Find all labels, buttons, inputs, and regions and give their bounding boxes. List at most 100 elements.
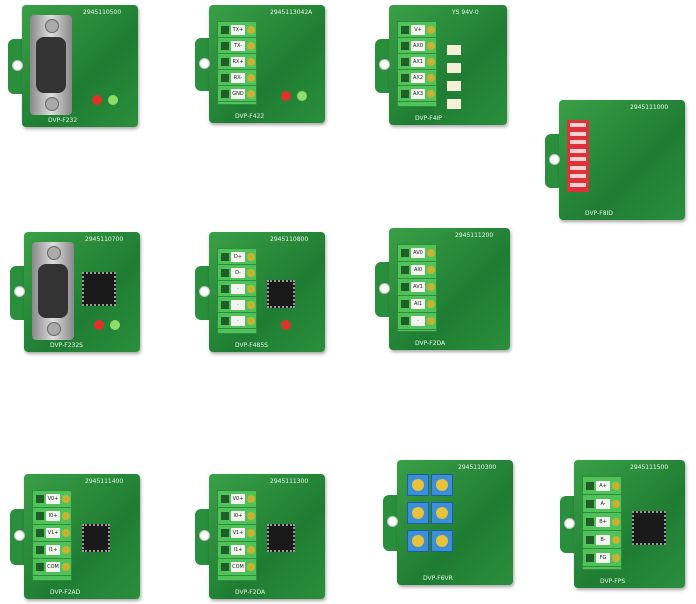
red-led-icon bbox=[94, 320, 104, 330]
serial-label: 2945113042A bbox=[270, 9, 313, 16]
terminal-label: I0+ bbox=[46, 511, 60, 521]
relay-component bbox=[447, 63, 461, 73]
db9-connector bbox=[30, 15, 72, 115]
terminal: D+ bbox=[218, 249, 256, 265]
dip-switch bbox=[567, 120, 589, 192]
terminal-label: A- bbox=[596, 498, 610, 509]
wire-slot bbox=[221, 512, 229, 520]
terminal-label: COM bbox=[46, 562, 60, 572]
serial-label: 2945110800 bbox=[270, 236, 309, 243]
screw-icon bbox=[45, 19, 59, 33]
terminal: AX2 bbox=[398, 70, 436, 86]
red-led-icon bbox=[92, 95, 102, 105]
switch-lever bbox=[570, 123, 586, 127]
screw-icon bbox=[47, 246, 61, 260]
relay-component bbox=[447, 99, 461, 109]
mounting-hole bbox=[199, 286, 210, 297]
terminal: I1+ bbox=[33, 542, 71, 559]
terminal-label: I0+ bbox=[231, 511, 245, 521]
screw-icon bbox=[427, 249, 435, 257]
screw-icon bbox=[612, 499, 620, 508]
terminal: · bbox=[218, 281, 256, 297]
terminal: GND bbox=[218, 86, 256, 102]
terminal: V1+ bbox=[33, 525, 71, 542]
terminal: A- bbox=[583, 495, 621, 513]
terminal: AI0 bbox=[398, 262, 436, 279]
wire-slot bbox=[586, 535, 594, 544]
switch-lever bbox=[570, 148, 586, 153]
screw-icon bbox=[427, 317, 435, 325]
wire-slot bbox=[36, 529, 44, 537]
screw-icon bbox=[247, 268, 255, 277]
wire-slot bbox=[221, 284, 229, 293]
switch-lever bbox=[570, 131, 586, 136]
potentiometer-icon bbox=[431, 502, 453, 524]
microcontroller-chip bbox=[82, 272, 116, 306]
screw-icon bbox=[612, 517, 620, 526]
screw-icon bbox=[427, 266, 435, 274]
wire-slot bbox=[221, 495, 229, 503]
switch-lever bbox=[570, 157, 586, 161]
wire-slot bbox=[401, 73, 409, 82]
screw-icon bbox=[247, 529, 255, 537]
terminal: V0+ bbox=[33, 491, 71, 508]
terminal: I0+ bbox=[218, 508, 256, 525]
terminal-block: V0+I0+V1+I1+COM bbox=[217, 490, 257, 581]
terminal: · bbox=[398, 313, 436, 330]
screw-icon bbox=[427, 25, 435, 34]
terminal: COM bbox=[218, 559, 256, 576]
terminal: D- bbox=[218, 265, 256, 281]
serial-label: 2945111200 bbox=[455, 232, 494, 239]
model-label: DVP-F4IP bbox=[415, 115, 442, 122]
wire-slot bbox=[401, 89, 409, 98]
terminal-label: AV0 bbox=[411, 248, 425, 258]
wire-slot bbox=[401, 25, 409, 34]
mounting-hole bbox=[14, 530, 25, 542]
wire-slot bbox=[586, 553, 594, 562]
terminal-label: I1+ bbox=[46, 545, 60, 555]
terminal-label: AX3 bbox=[411, 88, 425, 99]
mounting-hole bbox=[387, 516, 398, 528]
screw-icon bbox=[427, 283, 435, 291]
wire-slot bbox=[401, 266, 409, 274]
screw-icon bbox=[47, 322, 61, 336]
green-led-icon bbox=[110, 320, 120, 330]
wire-slot bbox=[401, 317, 409, 325]
terminal: RX- bbox=[218, 70, 256, 86]
serial-label: 2945111300 bbox=[270, 478, 309, 485]
terminal-block: A+A-B+B-FG bbox=[582, 476, 622, 570]
ic-chip bbox=[267, 524, 295, 552]
wire-slot bbox=[36, 563, 44, 571]
screw-icon bbox=[247, 89, 255, 98]
terminal: COM bbox=[33, 559, 71, 576]
serial-label: 2945111500 bbox=[630, 464, 669, 471]
terminal-block: D+D-··· bbox=[217, 248, 257, 334]
potentiometer-icon bbox=[407, 530, 429, 552]
screw-icon bbox=[247, 41, 255, 50]
switch-lever bbox=[570, 165, 586, 170]
terminal-label: V1+ bbox=[231, 528, 245, 538]
serial-label: 2945110700 bbox=[85, 236, 124, 243]
terminal-label: D- bbox=[231, 267, 245, 278]
screw-icon bbox=[62, 563, 70, 571]
screw-icon bbox=[427, 41, 435, 50]
terminal-label: V0+ bbox=[231, 494, 245, 504]
terminal-label: AX1 bbox=[411, 56, 425, 67]
connector-pins bbox=[36, 37, 66, 93]
mounting-hole bbox=[199, 530, 210, 542]
potentiometer-icon bbox=[431, 474, 453, 496]
terminal: TX+ bbox=[218, 22, 256, 38]
wire-slot bbox=[586, 517, 594, 526]
terminal: · bbox=[218, 297, 256, 313]
terminal-block: TX+TX-RX+RX-GND bbox=[217, 21, 257, 105]
switch-lever bbox=[570, 182, 586, 187]
terminal-label: V1+ bbox=[46, 528, 60, 538]
screw-icon bbox=[247, 495, 255, 503]
wire-slot bbox=[221, 546, 229, 554]
terminal-label: B+ bbox=[596, 516, 610, 527]
